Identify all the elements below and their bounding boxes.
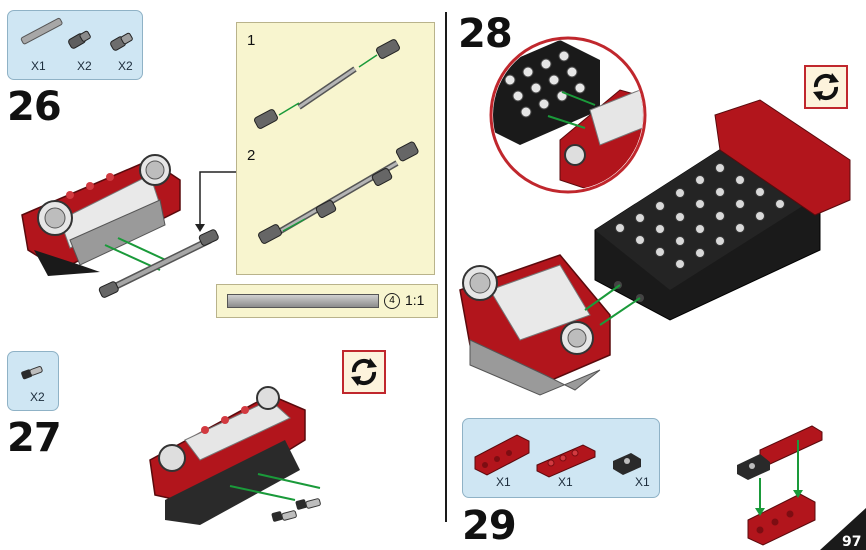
rotate-icon [351,358,377,386]
part-qty: X2 [30,390,45,404]
parts-icons [20,17,133,51]
bumper-assembly [459,254,611,396]
scale-length-circle: 4 [384,293,400,309]
axle-icon [20,17,63,45]
technic-brick-1x4-icon [747,493,816,546]
friction-pin-icon [21,366,43,380]
substep-number: 1 [247,32,256,49]
scale-bar: 4 1:1 [216,284,438,318]
page-divider [445,12,447,522]
subassembly-panel: 1 2 [236,22,435,275]
part-qty: X1 [31,59,46,73]
bumper-assembly [21,154,181,276]
parts-icons [21,366,43,380]
axle-icon [297,66,357,110]
scale-ratio: 1:1 [405,292,425,308]
rotate-icon [813,73,839,101]
substep-number: 2 [247,147,256,164]
bracket-plate-icon [737,454,770,480]
part-qty: X2 [118,59,133,73]
axle-connector-icon [254,39,400,129]
pin-connector-icon [110,32,133,51]
rotate-model-indicator [804,65,848,109]
technic-brick-1x4-icon [474,434,530,476]
part-qty: X2 [77,59,92,73]
step-number: 29 [462,503,517,549]
detail-zoom-callout [489,36,647,194]
insertion-arrows [584,284,641,326]
part-qty: X1 [496,475,511,489]
insertion-arrows [229,473,321,501]
step-number: 28 [458,11,513,57]
parts-callout-step-27: X2 [7,351,59,411]
bracket-plate-icon [613,453,641,475]
subassembly-illustration [254,39,419,244]
insertion-arrows [755,440,803,516]
plate-1x4-icon [536,444,596,478]
step-number: 26 [7,84,62,130]
step-number: 27 [7,415,62,461]
axle-assembly [258,141,419,244]
axle-assembly [98,229,219,298]
friction-pin-icon [271,498,321,522]
parts-callout-step-26: X1 X2 X2 [7,10,143,80]
rotate-model-indicator [342,350,386,394]
parts-icons [474,434,641,478]
axle-connector-icon [68,30,91,49]
black-base-assembly [594,99,851,321]
part-qty: X1 [558,475,573,489]
parts-callout-step-29: X1 X1 X1 [462,418,660,498]
insertion-arrows [104,237,171,271]
scale-length-label: 4 [389,295,395,306]
page-number: 97 [842,534,862,550]
plate-1x4-icon [759,425,823,465]
bumper-assembly-rotated [149,386,306,525]
part-qty: X1 [635,475,650,489]
scale-axle-length [227,294,379,308]
